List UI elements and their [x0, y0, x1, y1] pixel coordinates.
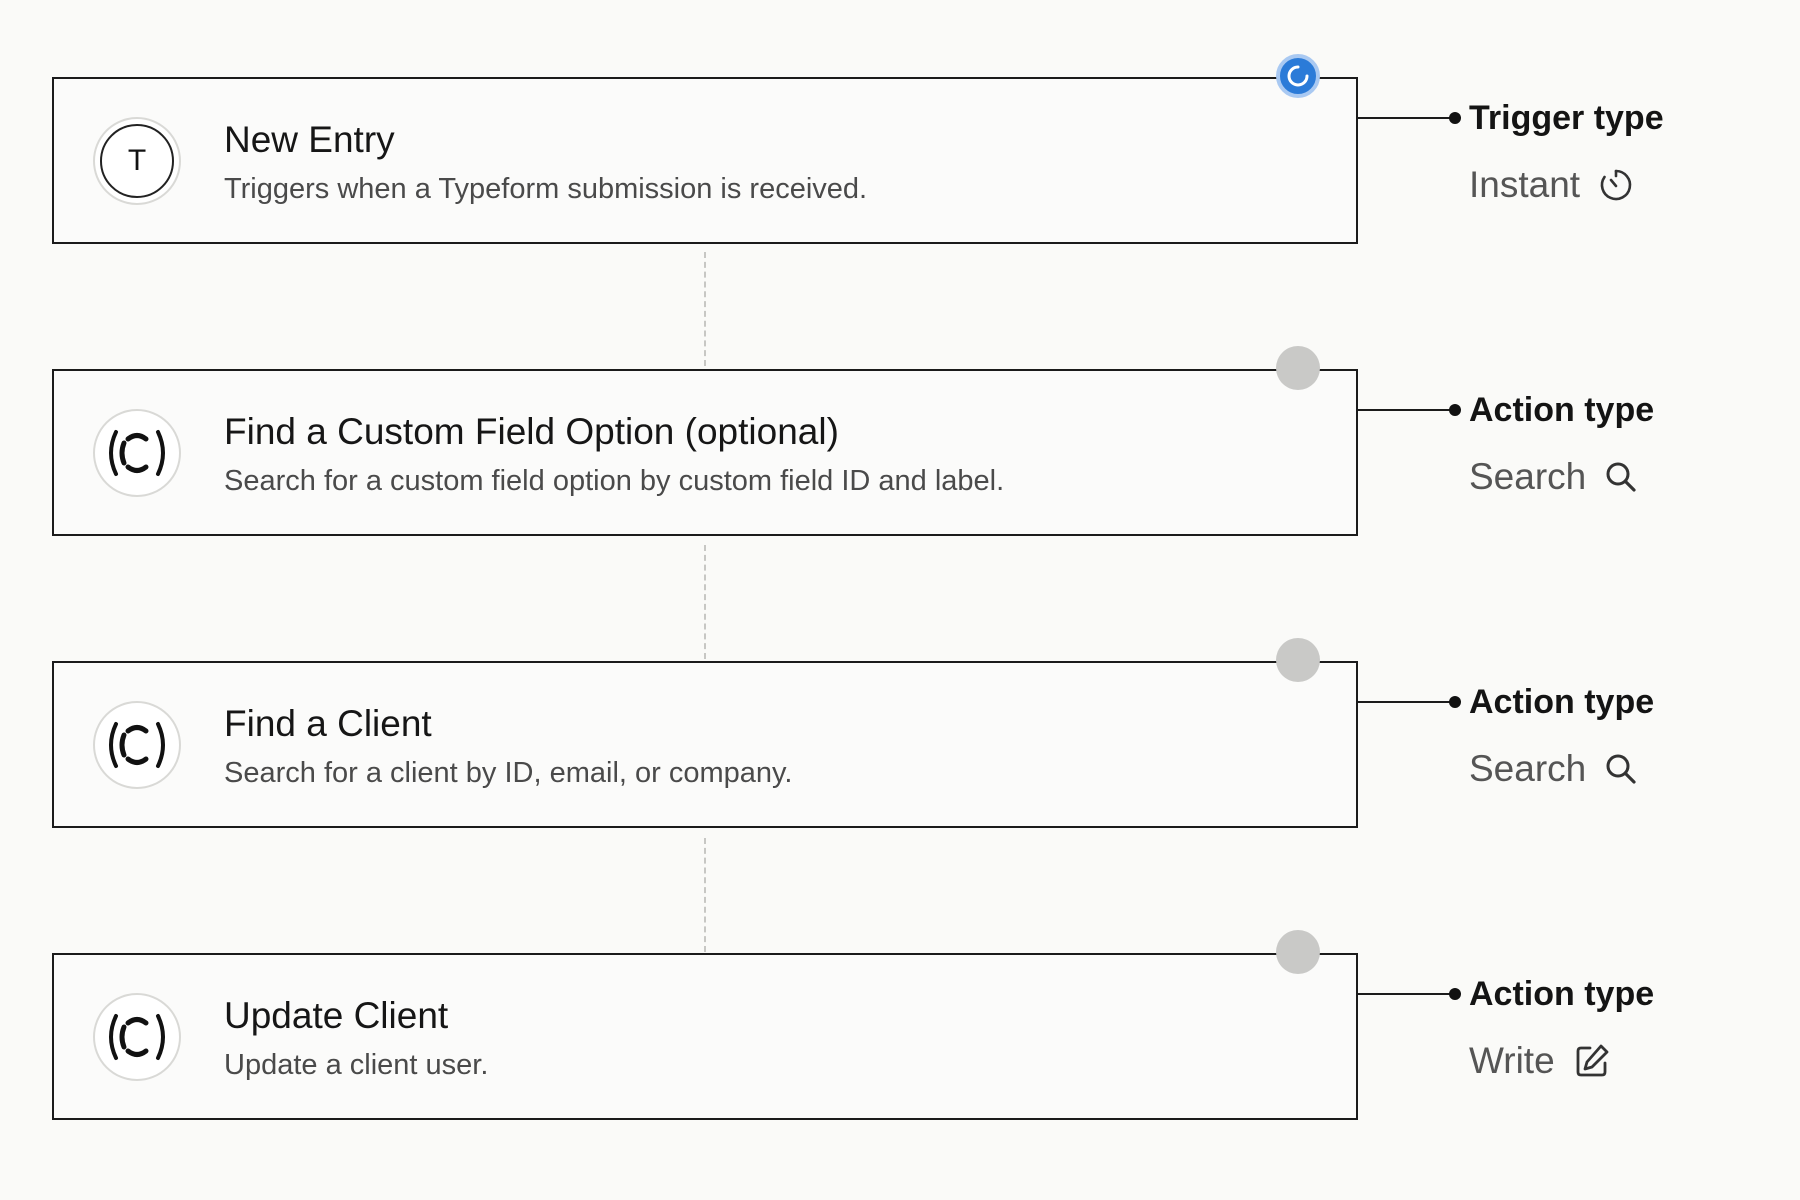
instant-timer-icon	[1598, 167, 1634, 203]
status-indicator-pending	[1276, 930, 1320, 974]
pointer-dot	[1449, 696, 1461, 708]
copilot-icon	[93, 701, 181, 789]
step-type-value: Search	[1469, 456, 1638, 498]
step-type-label: Action type	[1469, 391, 1655, 429]
step-title: Update Client	[224, 995, 449, 1036]
step-type-label: Action type	[1469, 683, 1655, 721]
step-card-new-entry[interactable]: T New Entry Triggers when a Typeform sub…	[52, 77, 1358, 244]
step-type-value: Write	[1469, 1040, 1611, 1082]
copilot-icon	[93, 409, 181, 497]
step-type-value-text: Search	[1469, 748, 1587, 789]
pointer-line	[1358, 993, 1454, 995]
status-indicator-active	[1276, 54, 1320, 98]
edit-icon	[1573, 1042, 1611, 1080]
step-description: Update a client user.	[224, 1049, 489, 1081]
step-type-label: Trigger type	[1469, 99, 1664, 137]
step-connector	[704, 545, 706, 659]
pointer-dot	[1449, 404, 1461, 416]
step-description: Search for a custom field option by cust…	[224, 465, 1005, 497]
typeform-icon: T	[93, 117, 181, 205]
step-title: Find a Custom Field Option (optional)	[224, 411, 839, 452]
step-title: New Entry	[224, 119, 395, 160]
status-indicator-pending	[1276, 346, 1320, 390]
step-description: Search for a client by ID, email, or com…	[224, 757, 793, 789]
copilot-icon	[93, 993, 181, 1081]
pointer-dot	[1449, 112, 1461, 124]
step-type-value: Instant	[1469, 164, 1634, 206]
step-card-update-client[interactable]: Update Client Update a client user.	[52, 953, 1358, 1120]
status-indicator-pending	[1276, 638, 1320, 682]
step-type-value-text: Instant	[1469, 164, 1581, 205]
step-type-label: Action type	[1469, 975, 1655, 1013]
step-card-find-client[interactable]: Find a Client Search for a client by ID,…	[52, 661, 1358, 828]
pointer-dot	[1449, 988, 1461, 1000]
search-icon	[1604, 752, 1638, 786]
step-title: Find a Client	[224, 703, 432, 744]
step-type-value-text: Write	[1469, 1040, 1555, 1081]
pointer-line	[1358, 701, 1454, 703]
pointer-line	[1358, 409, 1454, 411]
step-connector	[704, 252, 706, 366]
step-description: Triggers when a Typeform submission is r…	[224, 173, 868, 205]
step-type-value-text: Search	[1469, 456, 1587, 497]
step-connector	[704, 838, 706, 952]
step-card-find-custom-field-option[interactable]: Find a Custom Field Option (optional) Se…	[52, 369, 1358, 536]
loading-spinner-icon	[1287, 65, 1309, 87]
search-icon	[1604, 460, 1638, 494]
step-type-value: Search	[1469, 748, 1638, 790]
pointer-line	[1358, 117, 1454, 119]
